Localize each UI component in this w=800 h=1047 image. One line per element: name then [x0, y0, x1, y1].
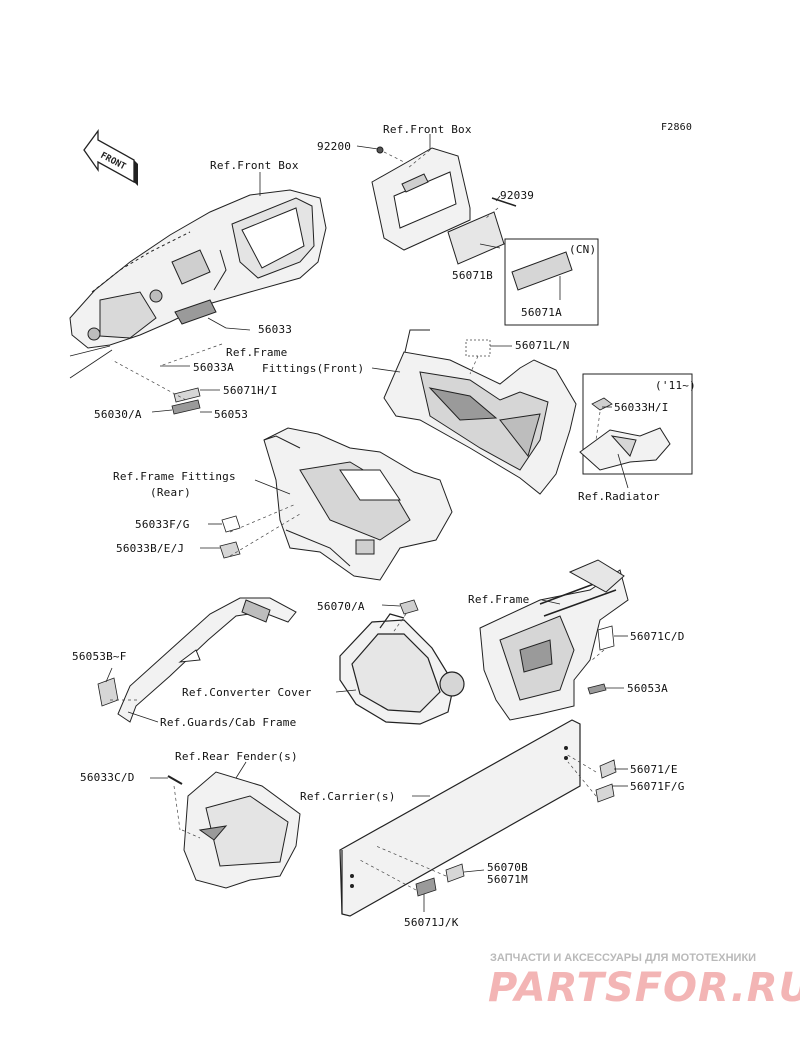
label-92039: 92039	[500, 189, 535, 202]
label-56071HI: 56071H/I	[223, 384, 278, 397]
front-box-part	[371, 146, 471, 251]
label-56071FG: 56071F/G	[630, 780, 685, 793]
label-92200: 92200	[317, 140, 352, 153]
label-56071LN-plate	[465, 339, 491, 357]
label-56053BF-plate	[97, 677, 119, 707]
cab-frame-guard-part	[117, 597, 297, 723]
carrier-panel-part	[339, 719, 581, 917]
main-frame-part	[479, 559, 629, 721]
front-arrow-icon: FRONT	[83, 129, 138, 186]
label-ref-frame-fittings-front-1: Ref.Frame	[226, 346, 288, 359]
label-56033BEJ-plate	[219, 541, 241, 559]
label-56071JK: 56071J/K	[404, 916, 459, 929]
label-ref-rear-fender: Ref.Rear Fender(s)	[175, 750, 298, 763]
rear-fender-part	[183, 771, 301, 889]
radiator-variant-box	[582, 373, 693, 475]
label-cn: (CN)	[569, 243, 597, 256]
converter-cover-part	[339, 613, 465, 725]
label-56033HI-plate	[591, 397, 613, 411]
cn-variant-box	[504, 238, 599, 326]
leader-lines	[69, 134, 629, 912]
label-56070A-plate	[399, 599, 419, 615]
label-ref-carrier: Ref.Carrier(s)	[300, 790, 396, 803]
frame-fittings-front-part	[383, 329, 577, 495]
bolt-56033CD	[167, 775, 183, 785]
label-ref-converter-cover: Ref.Converter Cover	[182, 686, 312, 699]
leader-lines-dashed	[110, 149, 605, 891]
label-56070B-plate	[445, 863, 465, 883]
label-56033: 56033	[258, 323, 293, 336]
figure-code: F2860	[661, 122, 693, 133]
watermark-logo: PARTSFOR.RU	[488, 965, 800, 1011]
watermark-caption: ЗАПЧАСТИ И АКСЕССУАРЫ ДЛЯ МОТОТЕХНИКИ	[490, 952, 757, 964]
label-56053: 56053	[214, 408, 249, 421]
label-56071CD: 56071C/D	[630, 630, 685, 643]
label-56071B-plate	[447, 211, 505, 265]
label-56033CD: 56033C/D	[80, 771, 135, 784]
label-ref-radiator: Ref.Radiator	[578, 490, 660, 503]
label-ref-frame-fittings-front-2: Fittings(Front)	[262, 362, 365, 375]
label-56071M: 56071M	[487, 873, 528, 886]
label-56030A: 56030/A	[94, 408, 142, 421]
label-56033FG-plate	[221, 515, 241, 533]
label-ref-frame: Ref.Frame	[468, 593, 530, 606]
label-56070B: 56070B	[487, 861, 528, 874]
bolt-92039	[491, 197, 517, 207]
frame-fittings-rear-part	[263, 427, 453, 581]
label-year-11: ('11~)	[655, 379, 696, 392]
label-56033FG: 56033F/G	[135, 518, 190, 531]
label-56033A: 56033A	[193, 361, 234, 374]
label-56071FG-plate	[595, 783, 615, 803]
label-56071CD-plate	[597, 625, 615, 651]
label-56053BF: 56053B~F	[72, 650, 127, 663]
label-56053A-plate	[587, 683, 607, 695]
radiator-bracket-part	[579, 427, 671, 471]
label-56070A: 56070/A	[317, 600, 365, 613]
label-56033HI: 56033H/I	[614, 401, 669, 414]
label-56071LN: 56071L/N	[515, 339, 570, 352]
label-56071HI-plate	[173, 387, 201, 403]
label-56033BEJ: 56033B/E/J	[116, 542, 185, 555]
label-ref-front-box-top: Ref.Front Box	[383, 123, 472, 136]
label-ref-frame-fittings-rear-1: Ref.Frame Fittings	[113, 470, 236, 483]
label-56071A-plate	[511, 251, 573, 291]
label-ref-guards-cab: Ref.Guards/Cab Frame	[160, 716, 297, 729]
label-56071JK-plate	[415, 877, 437, 897]
label-56071E-plate	[599, 759, 617, 779]
label-56071E: 56071/E	[630, 763, 678, 776]
label-56071B: 56071B	[452, 269, 493, 282]
label-56053A: 56053A	[627, 682, 668, 695]
dashboard-part	[69, 189, 327, 349]
label-56030A-plate	[171, 399, 201, 415]
label-ref-front-box-left: Ref.Front Box	[210, 159, 299, 172]
label-ref-frame-fittings-rear-2: (Rear)	[150, 486, 191, 499]
label-56071A: 56071A	[521, 306, 562, 319]
